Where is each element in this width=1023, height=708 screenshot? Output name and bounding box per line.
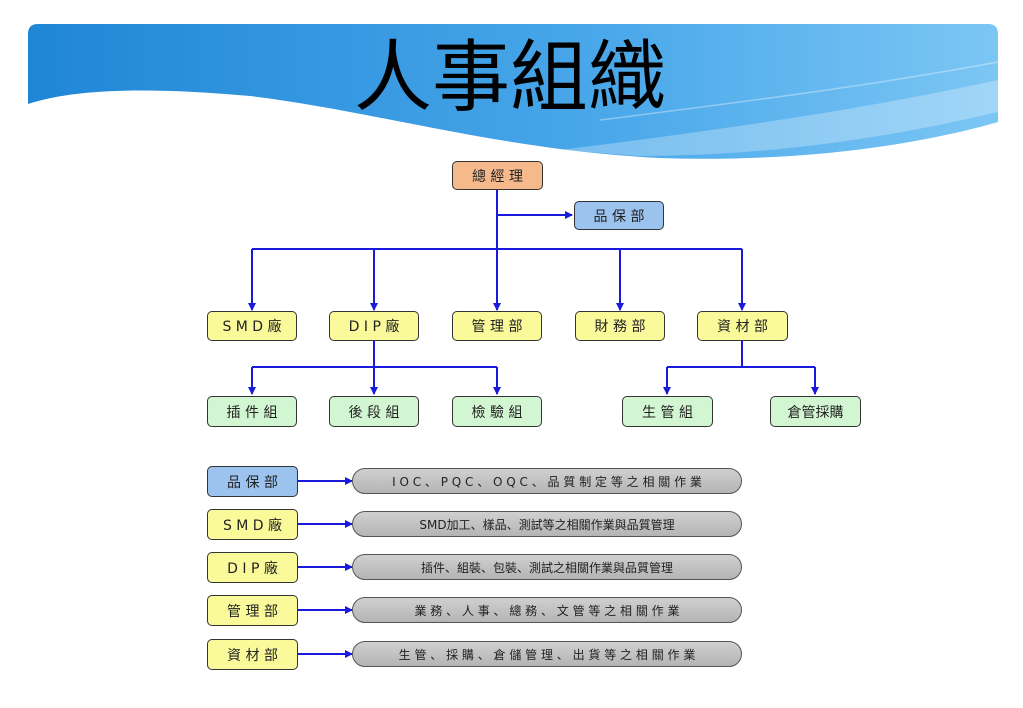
resp-dept-material: 資 材 部: [207, 639, 298, 670]
page-title: 人事組織: [353, 33, 666, 123]
resp-dept-admin: 管 理 部: [207, 595, 298, 626]
backend-group-box: 後 段 組: [329, 396, 419, 427]
insert-group-box: 插 件 組: [207, 396, 297, 427]
banner-highlight: [560, 80, 998, 156]
production-control-group-box: 生 管 組: [622, 396, 713, 427]
inspection-group-box: 檢 驗 組: [452, 396, 542, 427]
warehouse-purchasing-box: 倉管採購: [770, 396, 861, 427]
resp-dept-qa: 品 保 部: [207, 466, 298, 497]
smd-factory-box: S M D 廠: [207, 311, 297, 341]
resp-dept-dip: D I P 廠: [207, 552, 298, 583]
material-dept-box: 資 材 部: [697, 311, 788, 341]
banner-wave: [28, 24, 998, 159]
resp-desc-admin: 業 務 、 人 事 、 總 務 、 文 管 等 之 相 關 作 業: [352, 597, 742, 623]
dip-factory-box: D I P 廠: [329, 311, 419, 341]
banner-highlight-2: [599, 61, 999, 121]
admin-dept-box: 管 理 部: [452, 311, 542, 341]
resp-desc-material: 生 管 、 採 購 、 倉 儲 管 理 、 出 貨 等 之 相 關 作 業: [352, 641, 742, 667]
resp-desc-qa: I O C 、 P Q C 、 O Q C 、 品 質 制 定 等 之 相 關 …: [352, 468, 742, 494]
resp-desc-dip: 插件、組裝、包裝、測試之相關作業與品質管理: [352, 554, 742, 580]
ceo-box: 總 經 理: [452, 161, 543, 190]
resp-desc-smd: SMD加工、樣品、測試等之相關作業與品質管理: [352, 511, 742, 537]
finance-dept-box: 財 務 部: [575, 311, 665, 341]
qa-dept-box: 品 保 部: [574, 201, 664, 230]
resp-dept-smd: S M D 廠: [207, 509, 298, 540]
title-banner: [28, 24, 999, 159]
